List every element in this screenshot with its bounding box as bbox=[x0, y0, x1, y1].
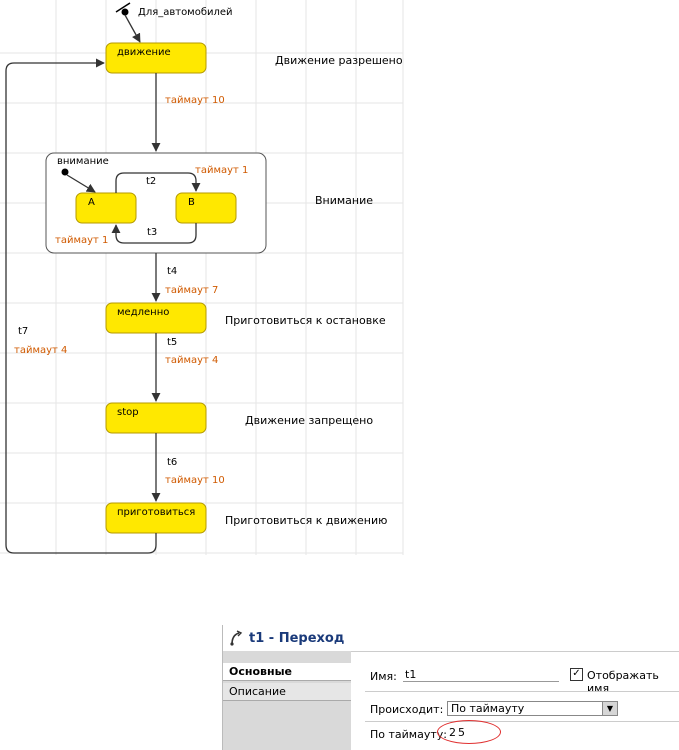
desc-medlenno: Приготовиться к остановке bbox=[225, 314, 386, 327]
state-dvizhenie[interactable]: движение bbox=[105, 42, 207, 74]
state-prigotovitsya-label: приготовиться bbox=[117, 507, 195, 518]
state-prigotovitsya[interactable]: приготовиться bbox=[105, 502, 207, 534]
edge-t4-label: t4 bbox=[167, 266, 177, 277]
panel-title: t1 - Переход bbox=[249, 631, 345, 646]
desc-vnimanie: Внимание bbox=[315, 194, 373, 207]
edge-t3-timeout: таймаут 1 bbox=[55, 235, 108, 246]
edge-initial[interactable] bbox=[124, 14, 141, 43]
edge-t6-timeout: таймаут 10 bbox=[165, 475, 225, 486]
state-medlenno-label: медленно bbox=[117, 307, 169, 318]
desc-prigotovitsya: Приготовиться к движению bbox=[225, 514, 387, 527]
state-vnimanie-label: внимание bbox=[57, 156, 109, 167]
initial-node-inner[interactable] bbox=[61, 168, 69, 176]
occurs-select[interactable]: По таймауту ▼ bbox=[447, 701, 618, 716]
name-field[interactable]: t1 bbox=[403, 668, 559, 682]
chevron-down-icon[interactable]: ▼ bbox=[602, 702, 617, 715]
edge-t5-label: t5 bbox=[167, 337, 177, 348]
timeout-label: По таймауту: bbox=[370, 728, 447, 741]
show-name-checkbox[interactable]: ✓ bbox=[570, 668, 583, 681]
occurs-label: Происходит: bbox=[370, 703, 444, 716]
edge-t7[interactable] bbox=[5, 58, 157, 554]
separator-1 bbox=[365, 691, 679, 692]
edge-t3[interactable] bbox=[111, 223, 197, 244]
state-a-label: A bbox=[88, 197, 95, 208]
edge-t7-label: t7 bbox=[18, 326, 28, 337]
grid bbox=[0, 0, 404, 555]
initial-node-top[interactable] bbox=[115, 2, 131, 16]
edge-inner-initial[interactable] bbox=[66, 174, 96, 193]
desc-stop: Движение запрещено bbox=[245, 414, 373, 427]
edge-t6-label: t6 bbox=[167, 457, 177, 468]
transition-properties-panel: t1 - Переход Основные Описание Имя: t1 ✓… bbox=[222, 625, 679, 750]
edge-t2[interactable] bbox=[115, 172, 201, 193]
panel-main: Имя: t1 ✓ Отображать имя Происходит: По … bbox=[355, 663, 679, 750]
statechart-diagram: Для_автомобилей движение Движение разреш… bbox=[0, 0, 404, 555]
initial-label: Для_автомобилей bbox=[138, 7, 233, 18]
panel-header: t1 - Переход bbox=[223, 625, 679, 652]
state-b[interactable]: B bbox=[175, 192, 237, 224]
state-stop-label: stop bbox=[117, 407, 139, 418]
edge-t1-timeout: таймаут 10 bbox=[165, 95, 225, 106]
tab-opisanie[interactable]: Описание bbox=[223, 683, 351, 701]
state-stop[interactable]: stop bbox=[105, 402, 207, 434]
separator-2 bbox=[365, 721, 679, 722]
state-b-label: B bbox=[188, 197, 195, 208]
name-label: Имя: bbox=[370, 670, 397, 683]
state-dvizhenie-label: движение bbox=[117, 47, 171, 58]
edge-t2-label: t2 bbox=[146, 176, 156, 187]
desc-dvizhenie: Движение разрешено bbox=[275, 54, 403, 67]
state-a[interactable]: A bbox=[75, 192, 137, 224]
state-medlenno[interactable]: медленно bbox=[105, 302, 207, 334]
transition-icon bbox=[230, 630, 243, 646]
edge-t2-timeout: таймаут 1 bbox=[195, 165, 248, 176]
tab-osnovnye[interactable]: Основные bbox=[223, 663, 351, 681]
occurs-select-value: По таймауту bbox=[451, 702, 525, 715]
edge-t4-timeout: таймаут 7 bbox=[165, 285, 218, 296]
highlight-oval bbox=[437, 720, 501, 744]
edge-t7-timeout: таймаут 4 bbox=[14, 345, 67, 356]
edge-t5-timeout: таймаут 4 bbox=[165, 355, 218, 366]
edge-t3-label: t3 bbox=[147, 227, 157, 238]
